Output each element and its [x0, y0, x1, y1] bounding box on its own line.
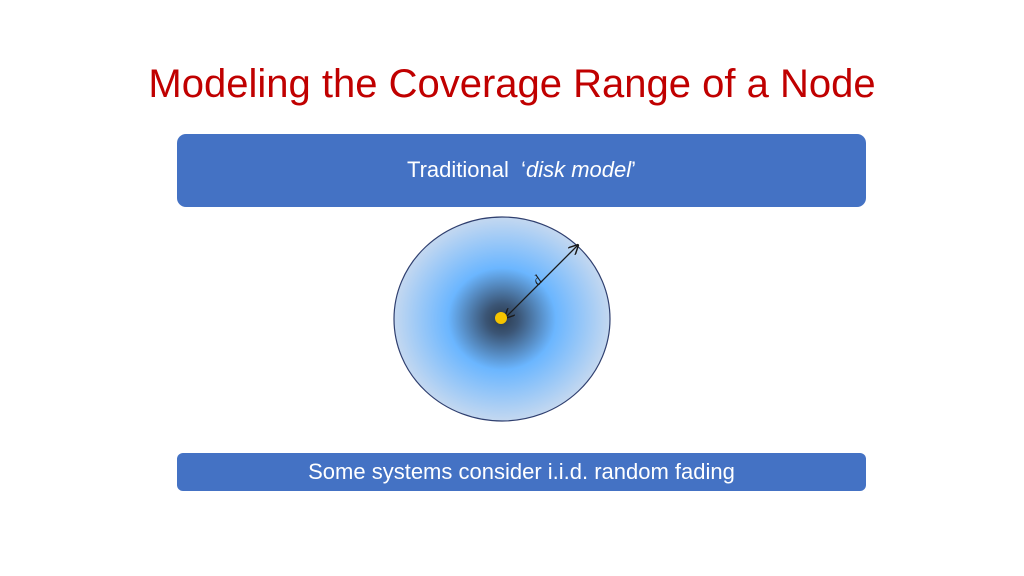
slide-title: Modeling the Coverage Range of a Node	[148, 62, 876, 106]
node-dot	[495, 312, 507, 324]
coverage-disk-diagram: d	[393, 216, 611, 422]
banner-emphasis: disk model	[525, 157, 632, 182]
fading-banner: Some systems consider i.i.d. random fadi…	[177, 453, 866, 491]
banner-close-quote: ’	[631, 157, 637, 182]
banner-prefix: Traditional	[406, 157, 522, 182]
banner-open-quote: ‘	[521, 157, 526, 182]
disk-model-banner: Traditional ‘disk model’	[177, 134, 866, 207]
radius-arrow	[505, 245, 578, 318]
